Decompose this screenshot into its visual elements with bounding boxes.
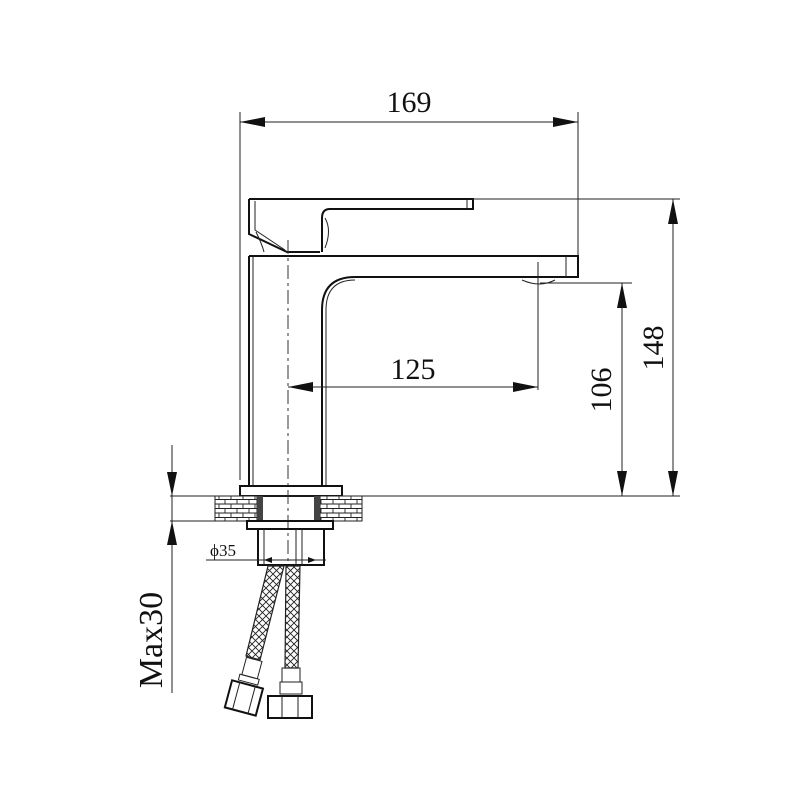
dimension-label-phi35: ϕ35 [210,541,236,560]
dimension-max-deck-thickness: Max30 [133,445,177,693]
dimension-overall-length: 169 [239,86,579,480]
arrow-right-icon [553,117,578,127]
faucet-body [239,198,579,497]
handle-cartridge-icon [324,217,329,249]
dimension-label-106: 106 [585,368,618,413]
dimension-outlet-height: 106 [540,282,632,496]
dimension-label-125: 125 [391,353,436,386]
right-hose-nut-icon [267,695,313,719]
dimension-label-169: 169 [387,86,432,119]
left-hose-nut-icon [223,679,265,717]
dimension-spout-reach: 125 [288,262,539,392]
braided-supply-hoses [223,565,313,719]
arrow-left-icon [240,117,265,127]
dimension-mounting-hole: ϕ35 [206,541,326,563]
dimension-overall-height: 148 [473,198,680,496]
dimension-label-max30: Max30 [133,592,170,688]
aerator-icon [521,279,556,285]
dimension-label-148: 148 [637,326,670,371]
countertop-section [170,495,680,566]
